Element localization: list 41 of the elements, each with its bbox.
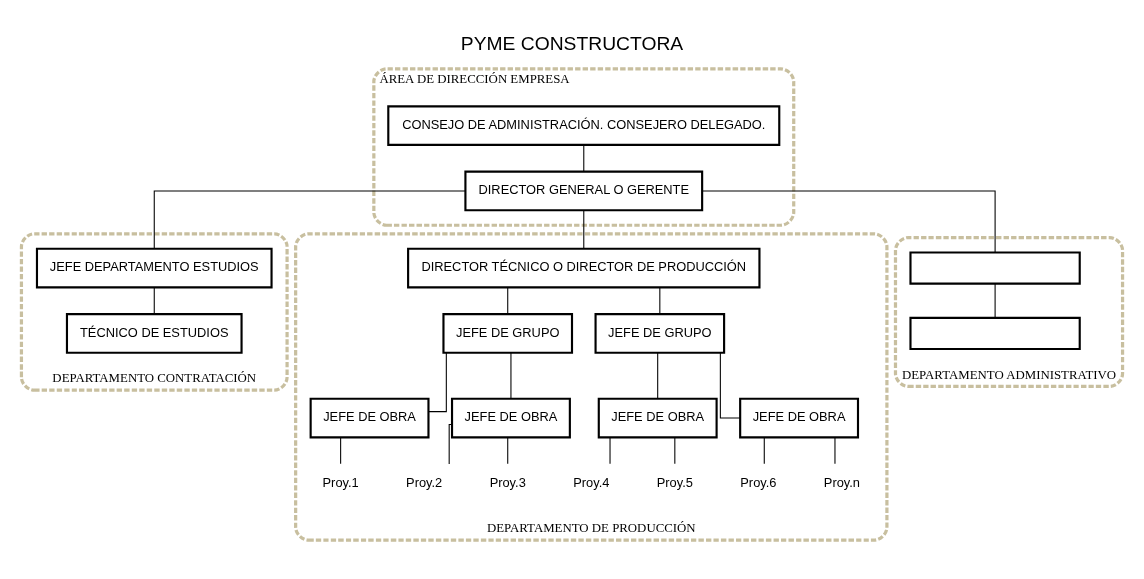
connector (609, 437, 611, 465)
connector (510, 352, 512, 400)
node-box: TÉCNICO DE ESTUDIOS (65, 313, 243, 354)
node-text: Proy.4 (573, 474, 610, 490)
connector (507, 437, 509, 465)
node-box: JEFE DE OBRA (739, 397, 860, 439)
node-box: DIRECTOR TÉCNICO O DIRECTOR DE PRODUCCIÓN (407, 247, 761, 289)
node-box: JEFE DE OBRA (450, 397, 571, 439)
node-text: Proy.6 (740, 474, 777, 490)
connector (659, 287, 661, 315)
connector (153, 190, 466, 250)
connector (657, 352, 659, 400)
node-text: Proy.5 (656, 474, 693, 490)
node-text: Proy.3 (489, 474, 526, 490)
node-text: Proy.n (823, 474, 861, 490)
connector (448, 423, 453, 465)
node-text: Proy.1 (322, 474, 359, 490)
connector (583, 209, 585, 249)
connector (719, 352, 741, 419)
connector (763, 437, 765, 465)
diagram-title: PYME CONSTRUCTORA (460, 32, 684, 54)
node-box: JEFE DE GRUPO (594, 313, 726, 354)
node-box (909, 251, 1081, 285)
connector (583, 144, 585, 172)
connector (507, 287, 509, 315)
connector (153, 287, 155, 315)
node-box: DIRECTOR GENERAL O GERENTE (464, 170, 704, 212)
node-box: JEFE DEPARTAMENTO ESTUDIOS (35, 247, 273, 289)
connector (994, 283, 996, 319)
node-box: JEFE DE OBRA (309, 397, 430, 439)
node-text: Proy.2 (406, 474, 443, 490)
connector (834, 437, 836, 465)
node-box: JEFE DE GRUPO (442, 313, 574, 354)
node-box: JEFE DE OBRA (597, 397, 718, 439)
connector (427, 352, 447, 413)
connector (701, 190, 996, 253)
connector (340, 437, 342, 465)
cluster: DEPARTAMENTO ADMINISTRATIVO (893, 235, 1125, 389)
node-box: CONSEJO DE ADMINISTRACIÓN. CONSEJERO DELEGADO. (387, 105, 781, 146)
node-box (909, 316, 1081, 350)
connector (674, 437, 676, 465)
